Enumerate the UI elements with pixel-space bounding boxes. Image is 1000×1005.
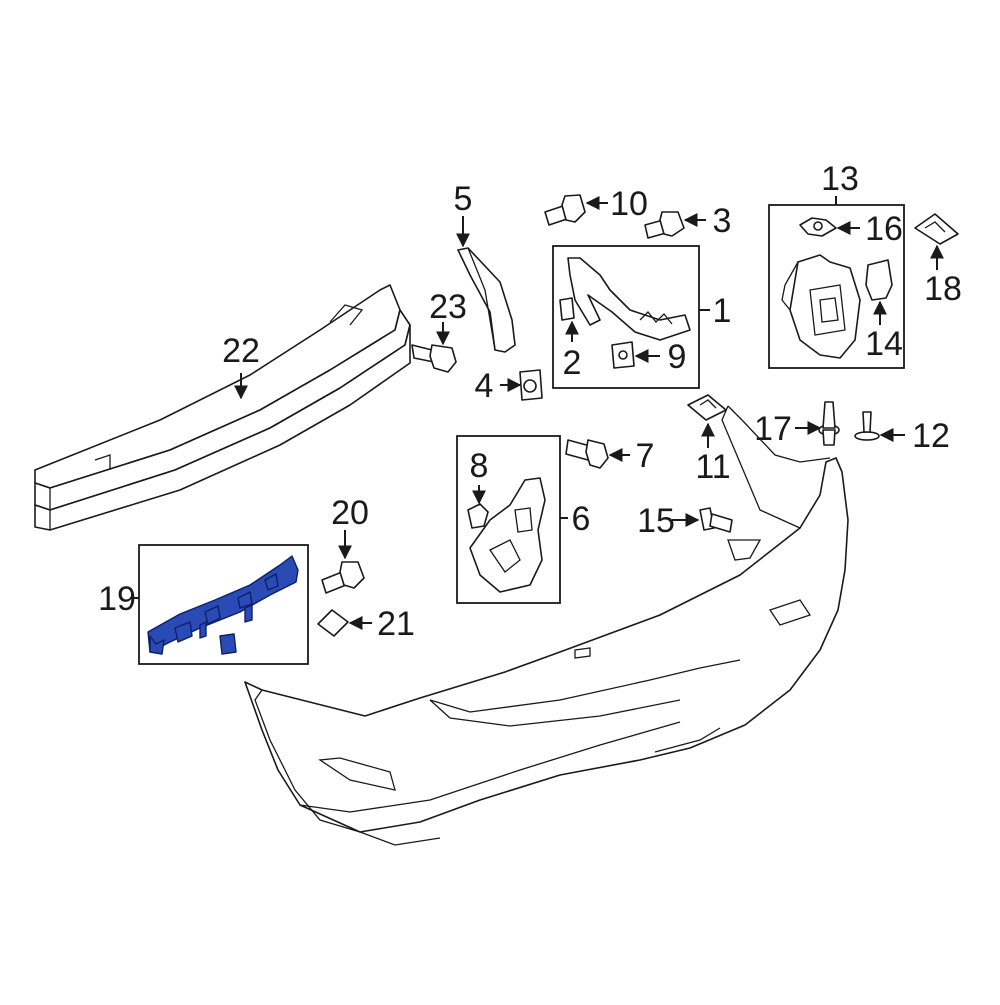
callout-23: 23 [429, 288, 467, 326]
part-22-reinforcement-beam [34, 284, 411, 531]
part-3-bolt [644, 211, 685, 239]
callout-18: 18 [924, 270, 962, 308]
part-10-bolt [544, 194, 586, 226]
callout-6: 6 [572, 500, 591, 538]
callout-3: 3 [713, 202, 732, 240]
callout-5: 5 [454, 180, 473, 218]
part-13-group [768, 204, 905, 369]
part-1-frame [552, 245, 700, 389]
part-19-frame [138, 544, 309, 665]
part-18-clip [914, 213, 959, 245]
callout-12: 12 [912, 417, 950, 455]
callout-4: 4 [475, 367, 494, 405]
callout-7: 7 [636, 437, 655, 475]
part-12-pin [854, 411, 880, 441]
callout-2: 2 [563, 344, 582, 382]
callout-20: 20 [331, 494, 369, 532]
callout-19: 19 [98, 580, 136, 618]
bumper-cover [244, 405, 849, 846]
callout-15: 15 [637, 502, 675, 540]
callout-13: 13 [821, 160, 859, 198]
part-23-bolt [411, 344, 457, 373]
part-5-bracket-strip [457, 247, 516, 353]
part-21-pad [317, 609, 349, 637]
callout-22: 22 [222, 332, 260, 370]
callout-16: 16 [865, 210, 903, 248]
part-15-bolt [699, 507, 733, 533]
part-4-clip-nut [519, 369, 543, 401]
callout-10: 10 [610, 185, 648, 223]
leader-lines [130, 196, 944, 630]
part-19-group [138, 544, 309, 665]
part-17-push-pin [818, 401, 840, 446]
callout-9: 9 [668, 338, 687, 376]
callout-14: 14 [865, 325, 903, 363]
callout-labels: 22 23 5 4 10 3 1 2 9 13 16 14 18 11 17 1… [98, 160, 962, 643]
callout-21: 21 [377, 605, 415, 643]
callout-1: 1 [713, 292, 732, 330]
part-20-bolt [321, 561, 365, 594]
callout-8: 8 [470, 447, 489, 485]
part-6-group [456, 435, 561, 604]
callout-17: 17 [754, 410, 792, 448]
part-11-clip [687, 394, 727, 421]
part-7-bolt [565, 439, 609, 469]
part-6-frame [456, 435, 561, 604]
callout-11: 11 [695, 448, 730, 486]
part-1-group [552, 245, 700, 389]
